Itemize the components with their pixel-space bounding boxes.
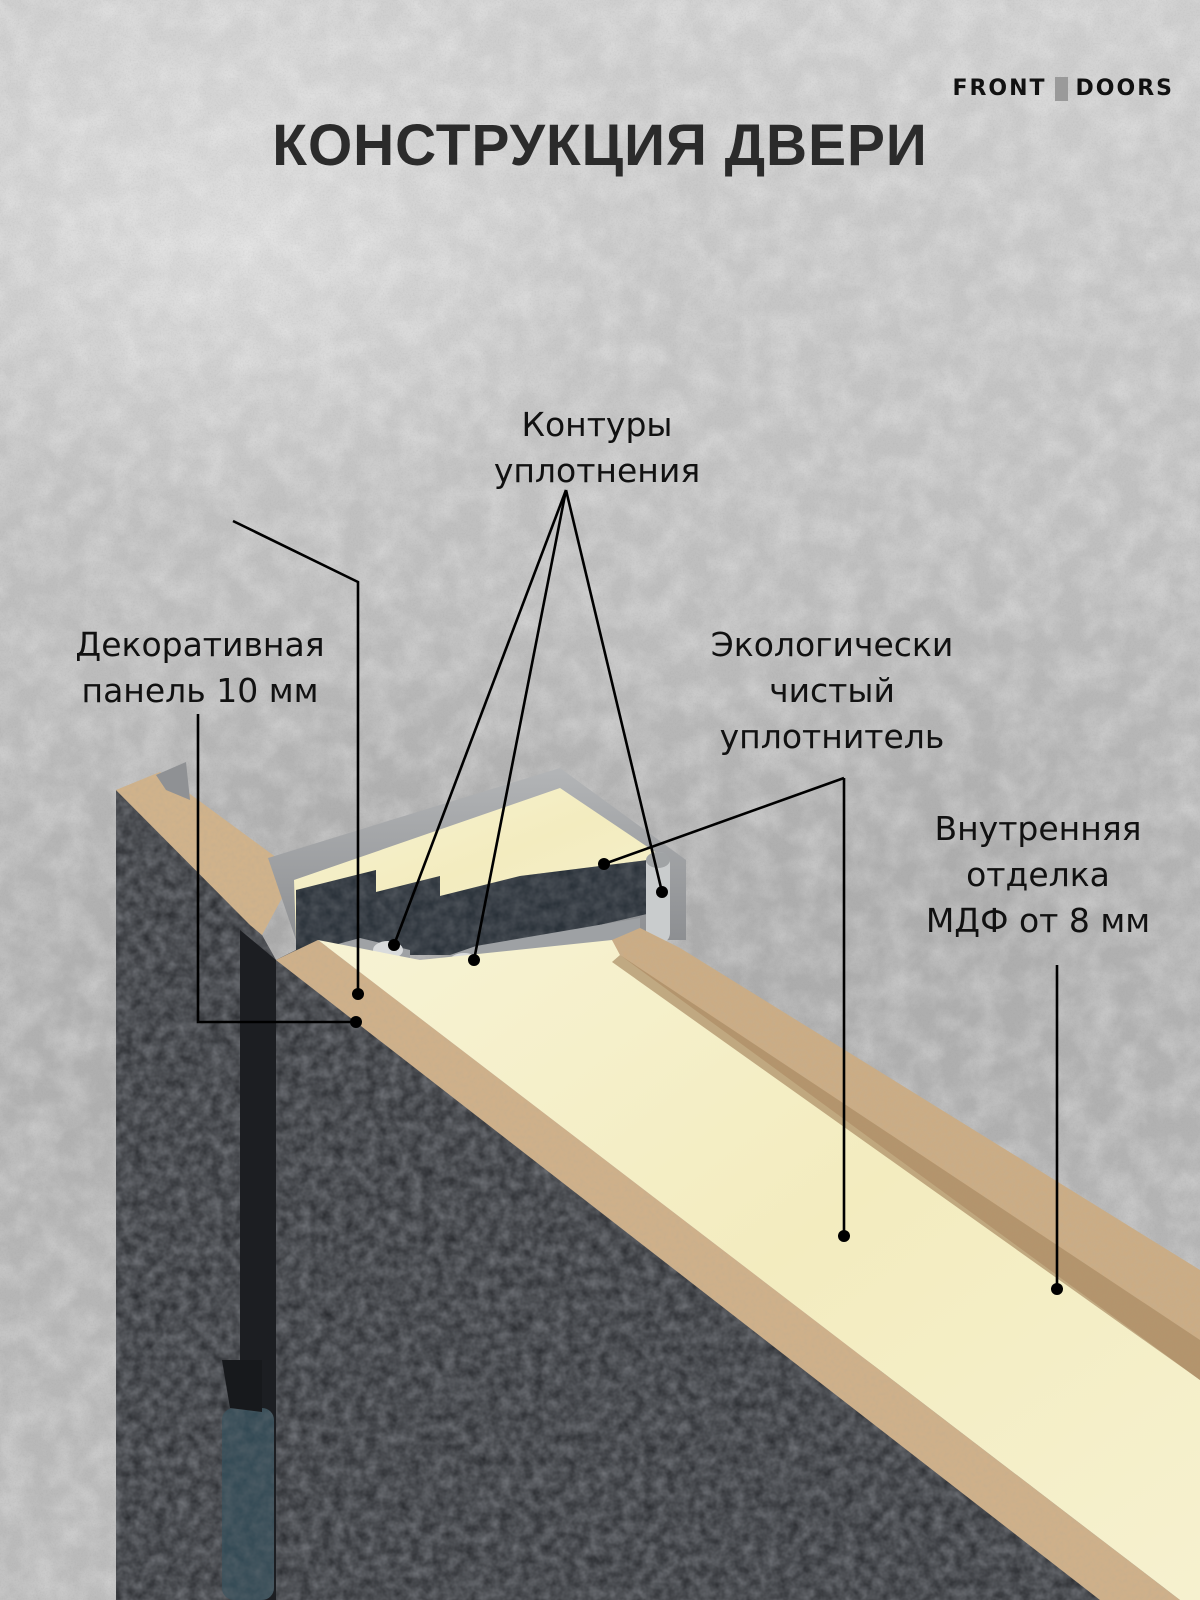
leader-lines	[196, 489, 1059, 1289]
door-frame	[116, 762, 296, 1600]
callout-line: уплотнитель	[719, 717, 945, 756]
callout-decorative-panel: Декоративная панель 10 мм	[40, 622, 360, 714]
leader-dots	[350, 858, 1063, 1295]
callout-line: Внутренняя	[934, 809, 1142, 848]
callout-line: панель 10 мм	[81, 671, 319, 710]
callout-eco-insulation: Экологически чистый уплотнитель	[682, 622, 982, 760]
callout-line: Декоративная	[75, 625, 325, 664]
callout-sealing-contours: Контуры уплотнения	[460, 402, 734, 494]
callout-line: Экологически	[710, 625, 954, 664]
brand-logo-separator	[1054, 76, 1068, 101]
callout-line: Контуры	[521, 405, 673, 444]
callout-inner-finish: Внутренняя отделка МДФ от 8 мм	[896, 806, 1180, 944]
page-title: КОНСТРУКЦИЯ ДВЕРИ	[272, 113, 928, 178]
brand-logo-doors: DOORS	[1075, 76, 1174, 101]
callout-line: МДФ от 8 мм	[925, 901, 1151, 940]
brand-logo: FRONT DOORS	[952, 76, 1174, 101]
door-leaf	[276, 928, 1200, 1600]
callout-line: отделка	[966, 855, 1110, 894]
callout-line: уплотнения	[493, 451, 701, 490]
callout-line: чистый	[769, 671, 895, 710]
brand-logo-front: FRONT	[952, 76, 1047, 101]
